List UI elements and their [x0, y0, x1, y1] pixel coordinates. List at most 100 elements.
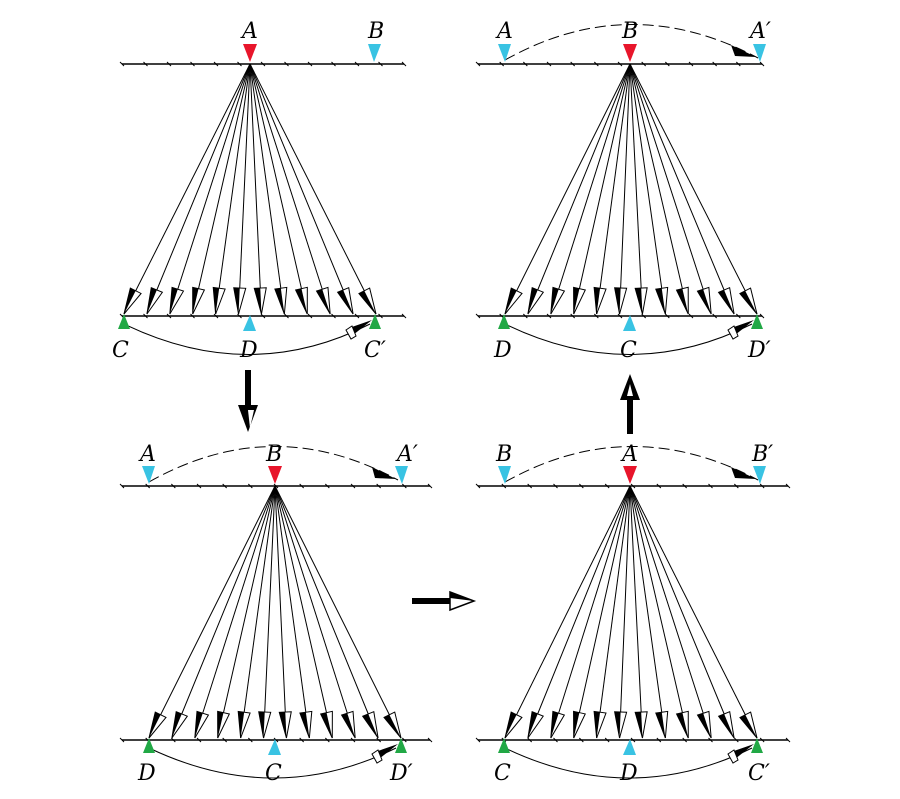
tick-mark	[641, 61, 647, 67]
flow-arrow-down	[238, 370, 258, 432]
ray-line	[238, 63, 251, 315]
ray-arrowhead-shade	[192, 287, 199, 314]
tick-mark	[166, 313, 172, 319]
left-end-marker	[143, 738, 155, 753]
tick-mark	[712, 61, 718, 67]
left-station-marker	[498, 44, 511, 62]
tick-mark	[527, 483, 533, 489]
ray-line	[249, 63, 377, 315]
ray-line	[169, 63, 251, 315]
tick-mark	[190, 313, 195, 319]
tick-mark	[401, 313, 407, 319]
ray-arrowhead-shade	[316, 289, 331, 314]
tick-mark	[350, 737, 356, 743]
ray-line	[629, 485, 643, 739]
ray-line	[619, 63, 631, 315]
top-arc-arrowhead	[372, 467, 396, 479]
ray-arrowhead-shade	[739, 714, 757, 738]
top-line-ticks	[119, 483, 433, 489]
ray-line	[550, 485, 631, 739]
tick-mark	[331, 61, 336, 67]
arc-end-arrowhead-outline	[727, 749, 739, 764]
ray-line	[249, 63, 262, 315]
ray-arrowhead-shade	[362, 713, 379, 738]
label-arc-end: B′	[751, 442, 773, 467]
ray-arrowhead-shade	[573, 287, 580, 314]
left-end-marker	[118, 314, 130, 329]
ray-arrowhead-shade	[594, 287, 601, 314]
ray-arrowhead-shade	[550, 711, 559, 738]
tick-mark	[546, 61, 552, 67]
tick-mark	[299, 737, 305, 743]
ray-arrowhead-shade	[527, 711, 538, 738]
tick-mark	[735, 61, 741, 67]
label-left-station: B	[495, 442, 512, 467]
bottom-arc	[148, 747, 397, 779]
arc-end-arrowhead	[731, 320, 754, 335]
tick-mark	[378, 61, 383, 67]
tick-mark	[427, 737, 433, 743]
ray-line	[629, 63, 712, 315]
ray-line	[263, 485, 276, 739]
tick-mark	[350, 483, 356, 489]
tick-mark	[196, 483, 202, 489]
ray-arrowhead-shade	[676, 712, 689, 738]
ray-line	[215, 63, 251, 315]
top-arc	[504, 24, 759, 61]
arc-end-marker	[395, 466, 408, 484]
tick-mark	[785, 483, 791, 489]
ray-line	[240, 485, 276, 739]
tick-mark	[376, 737, 382, 743]
ray-line	[274, 485, 379, 739]
tick-mark	[331, 313, 336, 319]
tick-mark	[617, 313, 623, 319]
tick-mark	[119, 61, 125, 67]
tick-mark	[166, 61, 172, 67]
ray-arrowhead-shade	[614, 711, 621, 738]
label-bottom-right: C′	[364, 338, 386, 363]
right-end-marker	[751, 738, 763, 753]
tick-mark	[260, 61, 266, 67]
tick-mark	[119, 737, 125, 743]
tick-mark	[401, 483, 407, 489]
arc-end-arrowhead	[731, 744, 754, 759]
mid-station-marker	[623, 315, 636, 331]
ray-arrowhead-shade	[194, 711, 203, 738]
ray-line	[596, 485, 631, 739]
source-marker	[268, 466, 282, 484]
ray-line	[171, 485, 276, 739]
ray-arrowhead-shade	[149, 712, 161, 738]
ray-line	[249, 63, 331, 315]
ray-arrowhead-shade	[550, 287, 559, 314]
ray-line	[596, 63, 631, 315]
tick-mark	[664, 61, 670, 67]
tick-mark	[522, 61, 528, 67]
tick-mark	[354, 313, 360, 319]
label-bottom-middle: C	[620, 338, 637, 363]
ray-arrowhead-shade	[341, 713, 356, 738]
tick-mark	[656, 737, 662, 743]
tick-mark	[630, 737, 636, 743]
ray-line	[527, 485, 631, 739]
arc-end-arrowhead	[375, 744, 398, 759]
ray-arrowhead-shade	[320, 712, 333, 738]
tick-mark	[145, 483, 151, 489]
ray-arrowhead-shade	[739, 290, 757, 314]
top-arc-arrowhead	[731, 467, 756, 479]
tick-mark	[578, 483, 584, 489]
flow-arrow-up	[620, 374, 640, 434]
ray-arrowhead-shade	[573, 711, 580, 738]
tick-mark	[630, 483, 636, 489]
tick-mark	[324, 483, 330, 489]
ray-fan	[148, 485, 402, 739]
arc-end-arrowhead	[349, 320, 372, 335]
arc-end-marker	[753, 466, 766, 484]
tick-mark	[324, 737, 330, 743]
ray-line	[274, 485, 310, 739]
label-bottom-left: C	[494, 761, 511, 786]
label-bottom-middle: D	[619, 761, 638, 786]
top-arc	[148, 446, 399, 483]
tick-mark	[222, 737, 228, 743]
ray-arrowhead-shade	[718, 713, 735, 738]
mid-station-marker	[623, 739, 636, 755]
